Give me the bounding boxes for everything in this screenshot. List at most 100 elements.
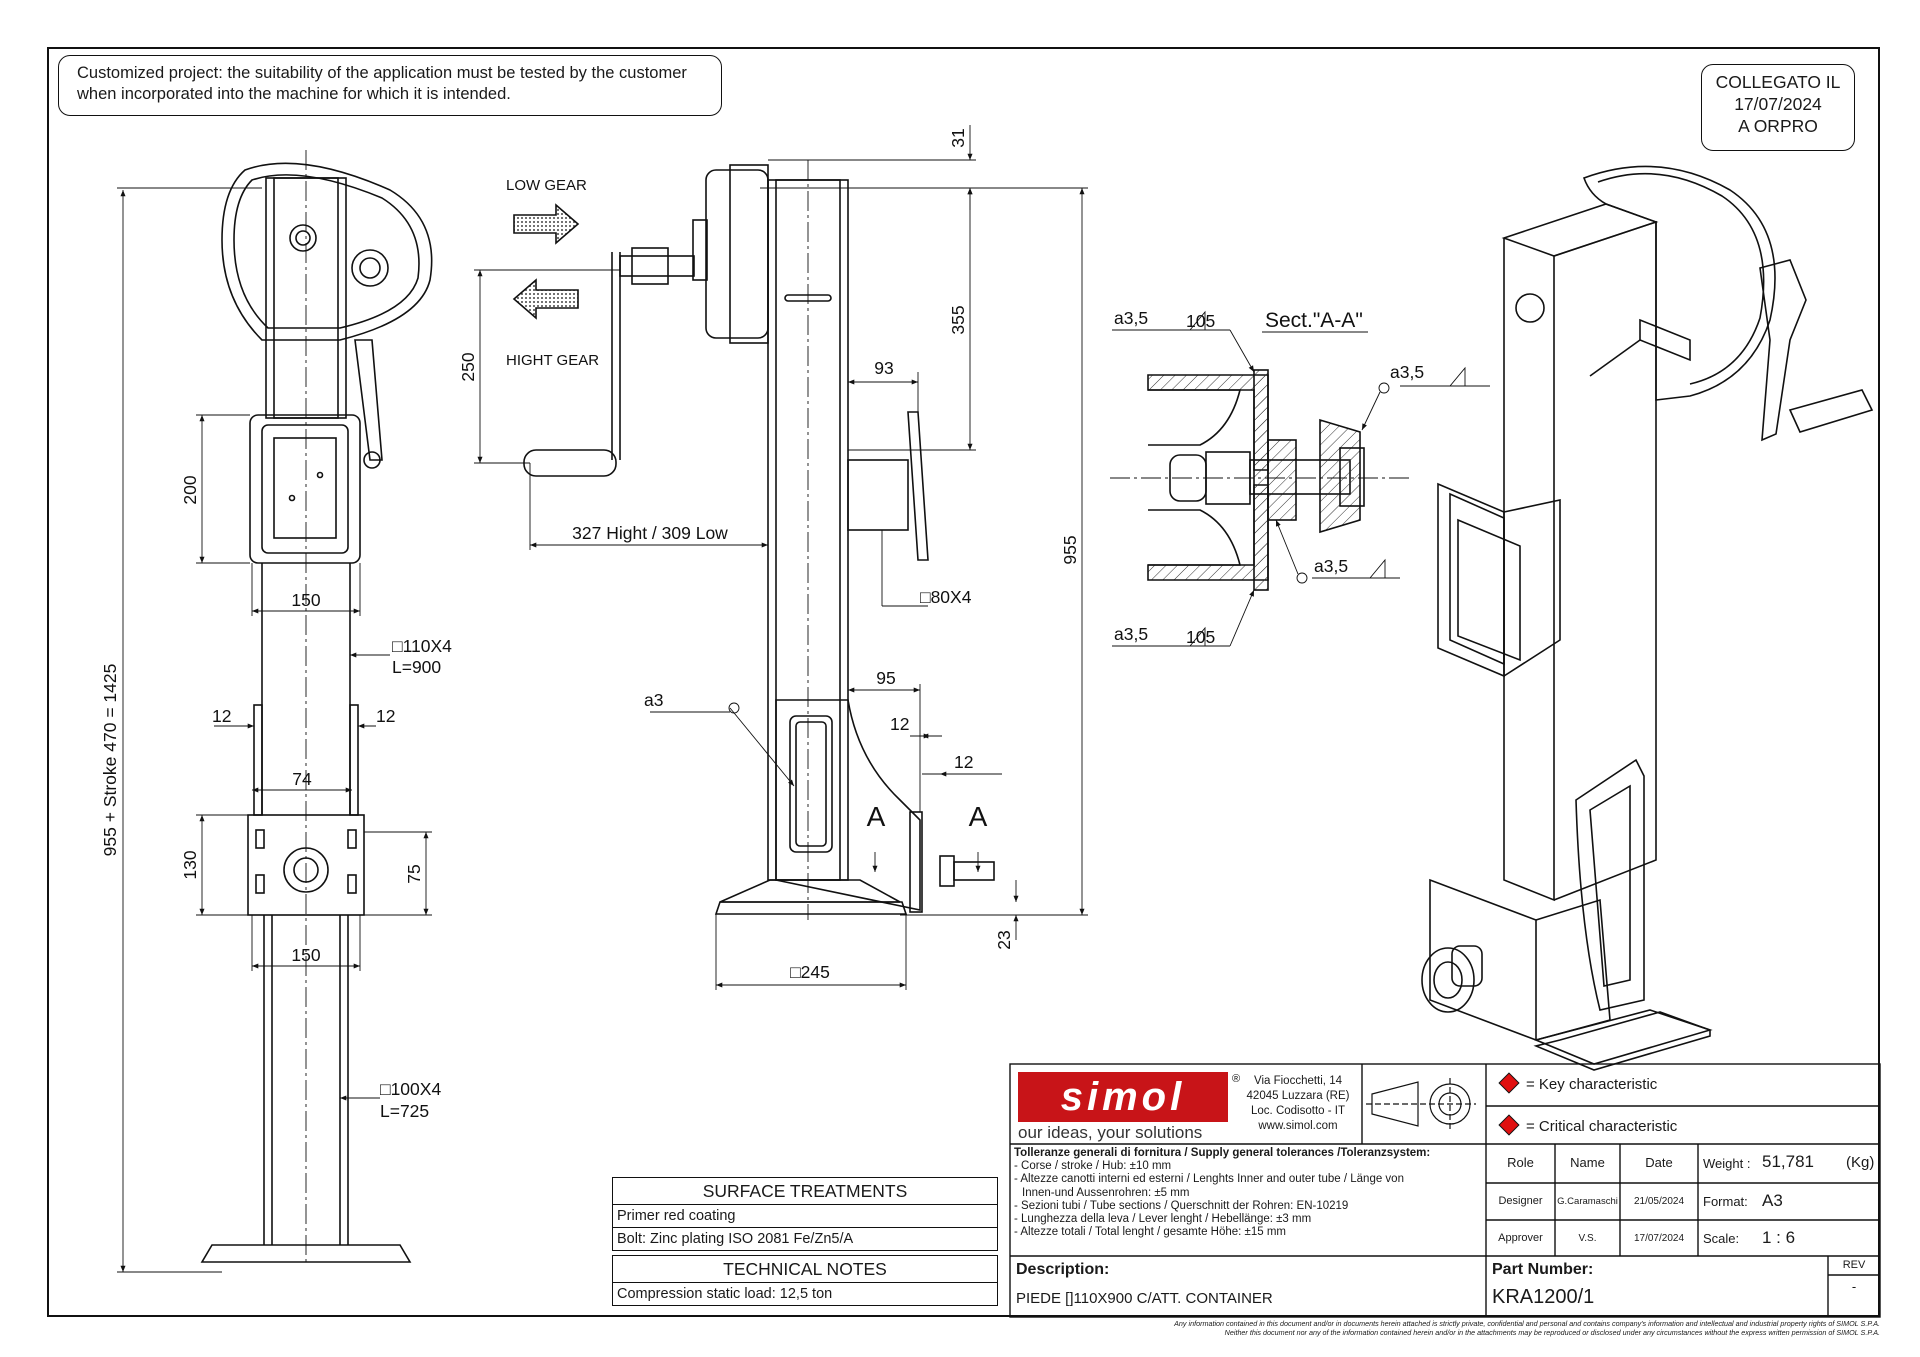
scale-label: Scale: [1703, 1231, 1740, 1246]
tolerance-line: - Lunghezza della leva / Lever lenght / … [1014, 1213, 1312, 1226]
weight-unit: (Kg) [1846, 1154, 1875, 1171]
dim-130: 130 [180, 850, 200, 879]
col-role: Role [1507, 1155, 1534, 1170]
dim-95: 95 [876, 668, 895, 688]
weld-bottom-length: 105 [1186, 627, 1215, 647]
disclaimer-line: Neither this document nor any of the inf… [1224, 1328, 1880, 1337]
side-view-dimensions [474, 125, 1088, 990]
stamp-line: COLLEGATO IL [1715, 72, 1841, 92]
tolerance-line: - Altezze totali / Total lenght / gesamt… [1014, 1226, 1287, 1239]
weld-right: a3,5 [1390, 362, 1424, 382]
disclaimer-line: Any information contained in this docume… [1174, 1319, 1880, 1328]
designer-role: Designer [1498, 1195, 1543, 1207]
dim-total-height: 955 + Stroke 470 = 1425 [100, 664, 120, 857]
company-address: Via Fiocchetti, 14 42045 Luzzara (RE) Lo… [1236, 1074, 1360, 1134]
company-tagline: our ideas, your solutions [1018, 1123, 1203, 1142]
side-view-labels: LOW GEAR HIGHT GEAR 250 327 Hight / 309 … [458, 128, 1080, 982]
approval-stamp: COLLEGATO IL 17/07/2024 A ORPRO [1701, 64, 1855, 151]
dim-12-a: 12 [890, 714, 909, 734]
format-label: Format: [1703, 1194, 1748, 1209]
dim-150-top: 150 [291, 590, 320, 610]
approver-date: 17/07/2024 [1633, 1233, 1685, 1244]
weld-bottom: a3,5 [1114, 624, 1148, 644]
inner-tube-length: L=725 [380, 1101, 429, 1121]
dim-12-right: 12 [376, 706, 395, 726]
dim-93: 93 [874, 358, 893, 378]
dim-200: 200 [180, 475, 200, 504]
col-date: Date [1645, 1155, 1673, 1170]
low-gear-label: LOW GEAR [506, 177, 587, 194]
dim-12-b: 12 [954, 752, 973, 772]
revision-value: - [1851, 1279, 1857, 1294]
description-label: Description: [1016, 1261, 1110, 1278]
approver-role: Approver [1498, 1232, 1543, 1244]
critical-characteristic-icon [1498, 1114, 1520, 1136]
dim-crank-length: 327 Hight / 309 Low [572, 523, 728, 543]
critical-characteristic-label: = Critical characteristic [1526, 1118, 1678, 1135]
surface-treatment-row: Primer red coating [613, 1204, 997, 1227]
description-value: PIEDE []110X900 C/ATT. CONTAINER [1016, 1290, 1273, 1307]
tolerance-line: - Altezze canotti interni ed esterni / L… [1014, 1173, 1404, 1186]
simol-logo: simol ® [1018, 1072, 1240, 1122]
dim-955: 955 [1060, 535, 1080, 564]
tolerances-title: Tolleranze generali di fornitura / Suppl… [1014, 1147, 1431, 1159]
key-characteristic-label: = Key characteristic [1526, 1076, 1658, 1093]
foot-section: □245 [790, 962, 830, 982]
general-tolerances: Tolleranze generali di fornitura / Suppl… [1014, 1147, 1484, 1239]
address-line: 42045 Luzzara (RE) [1246, 1090, 1350, 1102]
dim-355: 355 [948, 305, 968, 334]
weight-value: 51,781 [1762, 1152, 1814, 1171]
surface-treatments-table: SURFACE TREATMENTS Primer red coating Bo… [612, 1177, 998, 1251]
high-gear-label: HIGHT GEAR [506, 352, 599, 369]
address-line: Via Fiocchetti, 14 [1253, 1075, 1342, 1087]
dim-150-bottom: 150 [291, 945, 320, 965]
section-aa-annotations [1112, 310, 1490, 647]
front-view-labels: 955 + Stroke 470 = 1425 200 150 □110X4 L… [100, 475, 452, 1121]
company-website: www.simol.com [1258, 1120, 1338, 1132]
section-mark-right: A [969, 801, 988, 832]
address-line: Loc. Codisotto - IT [1251, 1105, 1345, 1117]
col-name: Name [1570, 1155, 1605, 1170]
dim-23: 23 [994, 930, 1014, 949]
part-number-value: KRA1200/1 [1492, 1286, 1595, 1308]
section-aa-view [1110, 369, 1410, 591]
key-characteristic-icon [1498, 1072, 1520, 1094]
dim-75: 75 [404, 864, 424, 883]
technical-note-row: Compression static load: 12,5 ton [613, 1282, 997, 1305]
weld-top-length: 105 [1186, 311, 1215, 331]
tolerance-line: - Sezioni tubi / Tube sections / Quersch… [1014, 1199, 1349, 1212]
notice-line: Customized project: the suitability of t… [77, 64, 687, 82]
tolerance-line: Innen-und Aussenrohren: ±5 mm [1022, 1186, 1190, 1199]
dim-31: 31 [948, 128, 968, 147]
weld-top: a3,5 [1114, 308, 1148, 328]
technical-notes-table: TECHNICAL NOTES Compression static load:… [612, 1255, 998, 1306]
outer-tube-length: L=900 [392, 657, 441, 677]
drawing-frame [47, 47, 1880, 1317]
surface-treatment-row: Bolt: Zinc plating ISO 2081 Fe/Zn5/A [613, 1227, 997, 1250]
logo-text: simol [1061, 1075, 1185, 1119]
weight-label: Weight : [1703, 1156, 1751, 1171]
weld-mid: a3,5 [1314, 556, 1348, 576]
scale-value: 1 : 6 [1762, 1228, 1796, 1247]
plate-section: □80X4 [920, 587, 972, 607]
front-view [200, 150, 433, 1265]
projection-symbol-icon [1366, 1078, 1476, 1130]
customized-project-notice: Customized project: the suitability of t… [58, 55, 722, 116]
dim-250: 250 [458, 352, 478, 381]
format-value: A3 [1762, 1191, 1783, 1210]
section-title: Sect."A-A" [1265, 309, 1363, 332]
designer-date: 21/05/2024 [1633, 1196, 1685, 1207]
dim-12-left: 12 [212, 706, 231, 726]
revision-label: REV [1842, 1259, 1866, 1271]
tolerance-line: - Corse / stroke / Hub: ±10 mm [1014, 1160, 1172, 1173]
title-block-grid [1009, 1063, 1881, 1318]
confidentiality-disclaimer: Any information contained in this docume… [1022, 1319, 1880, 1337]
isometric-view [1421, 165, 1874, 1071]
weld-a3: a3 [644, 690, 663, 710]
outer-tube-section: □110X4 [392, 636, 452, 656]
technical-notes-title: TECHNICAL NOTES [723, 1259, 887, 1279]
dim-74: 74 [292, 769, 312, 789]
designer-name: G.Caramaschi [1557, 1196, 1618, 1207]
